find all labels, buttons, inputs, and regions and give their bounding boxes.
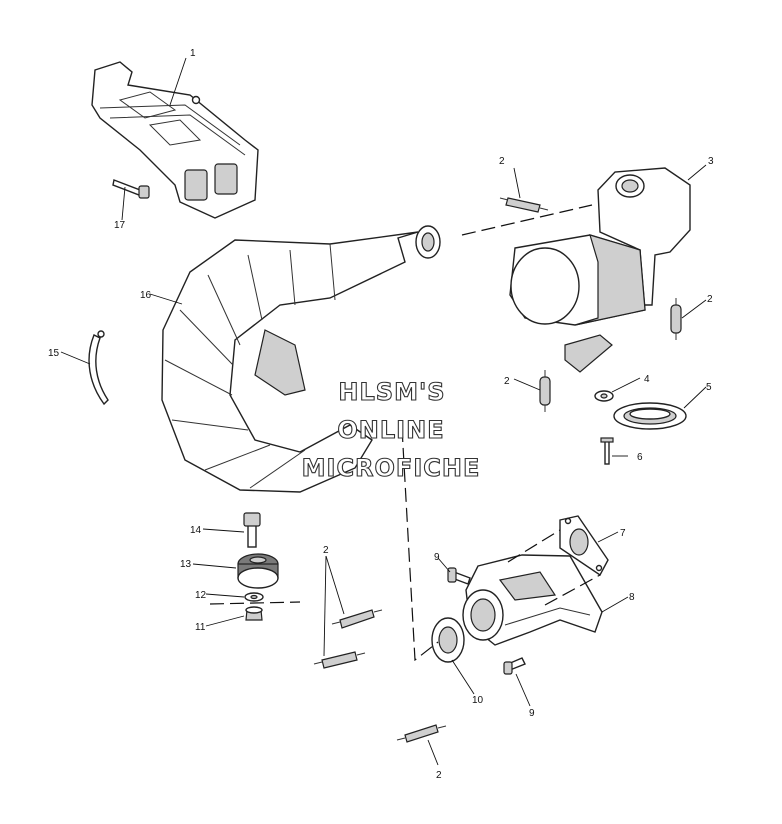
callout-16: 16 <box>140 290 152 301</box>
callout-2-bottom: 2 <box>436 770 442 781</box>
part-2-spring-lower-a <box>331 609 383 629</box>
part-1-bracket <box>91 61 259 219</box>
part-9-bolt-upper <box>447 567 471 585</box>
part-2-spring-top <box>499 197 549 213</box>
assembly-line-chamber-manifold <box>401 427 439 662</box>
callout-2-right: 2 <box>707 294 713 305</box>
watermark-line-2: ONLINE <box>337 416 444 444</box>
part-2-spring-middle <box>539 370 551 412</box>
part-16-expansion-chamber <box>161 225 441 493</box>
part-3-silencer <box>509 167 691 373</box>
callout-17: 17 <box>114 220 126 231</box>
part-15-strap <box>88 330 109 406</box>
callout-15: 15 <box>48 348 60 359</box>
callout-1: 1 <box>190 48 196 59</box>
watermark-line-1: HLSM'S <box>338 378 445 406</box>
part-14-bolt <box>243 512 261 548</box>
callout-2-middle: 2 <box>504 376 510 387</box>
watermark-line-3: MICROFICHE <box>302 454 481 482</box>
assembly-line-flange <box>507 529 601 606</box>
part-10-ring-gasket <box>431 617 465 663</box>
callout-9-upper: 9 <box>434 552 440 563</box>
callout-4: 4 <box>644 374 650 385</box>
part-6-bolt <box>600 437 614 465</box>
callout-11: 11 <box>195 622 206 633</box>
part-8-manifold <box>462 554 603 646</box>
callout-6: 6 <box>637 452 643 463</box>
assembly-line-isolator <box>209 601 301 605</box>
leader-lines <box>60 57 707 766</box>
part-11-nut <box>245 606 263 621</box>
callout-3: 3 <box>708 156 714 167</box>
part-2-spring-right <box>670 298 682 340</box>
part-2-spring-lower-b <box>313 651 366 669</box>
callout-7: 7 <box>620 528 626 539</box>
callout-10: 10 <box>472 695 484 706</box>
part-7-flange-gasket <box>559 515 609 577</box>
callout-13: 13 <box>180 559 192 570</box>
part-2-spring-bottom <box>396 724 447 743</box>
assembly-line-chamber-silencer <box>461 204 593 236</box>
callout-2-lower: 2 <box>323 545 329 556</box>
part-4-washer <box>594 390 614 402</box>
part-17-bolt <box>112 179 150 199</box>
part-13-rubber-isolator <box>237 553 279 589</box>
callout-12: 12 <box>195 590 207 601</box>
part-12-washer <box>244 592 264 602</box>
part-5-gasket <box>613 402 687 430</box>
callout-14: 14 <box>190 525 202 536</box>
callout-5: 5 <box>706 382 712 393</box>
callout-9-lower: 9 <box>529 708 535 719</box>
part-9-bolt-lower <box>503 657 526 675</box>
callout-2-top: 2 <box>499 156 505 167</box>
callout-8: 8 <box>629 592 635 603</box>
